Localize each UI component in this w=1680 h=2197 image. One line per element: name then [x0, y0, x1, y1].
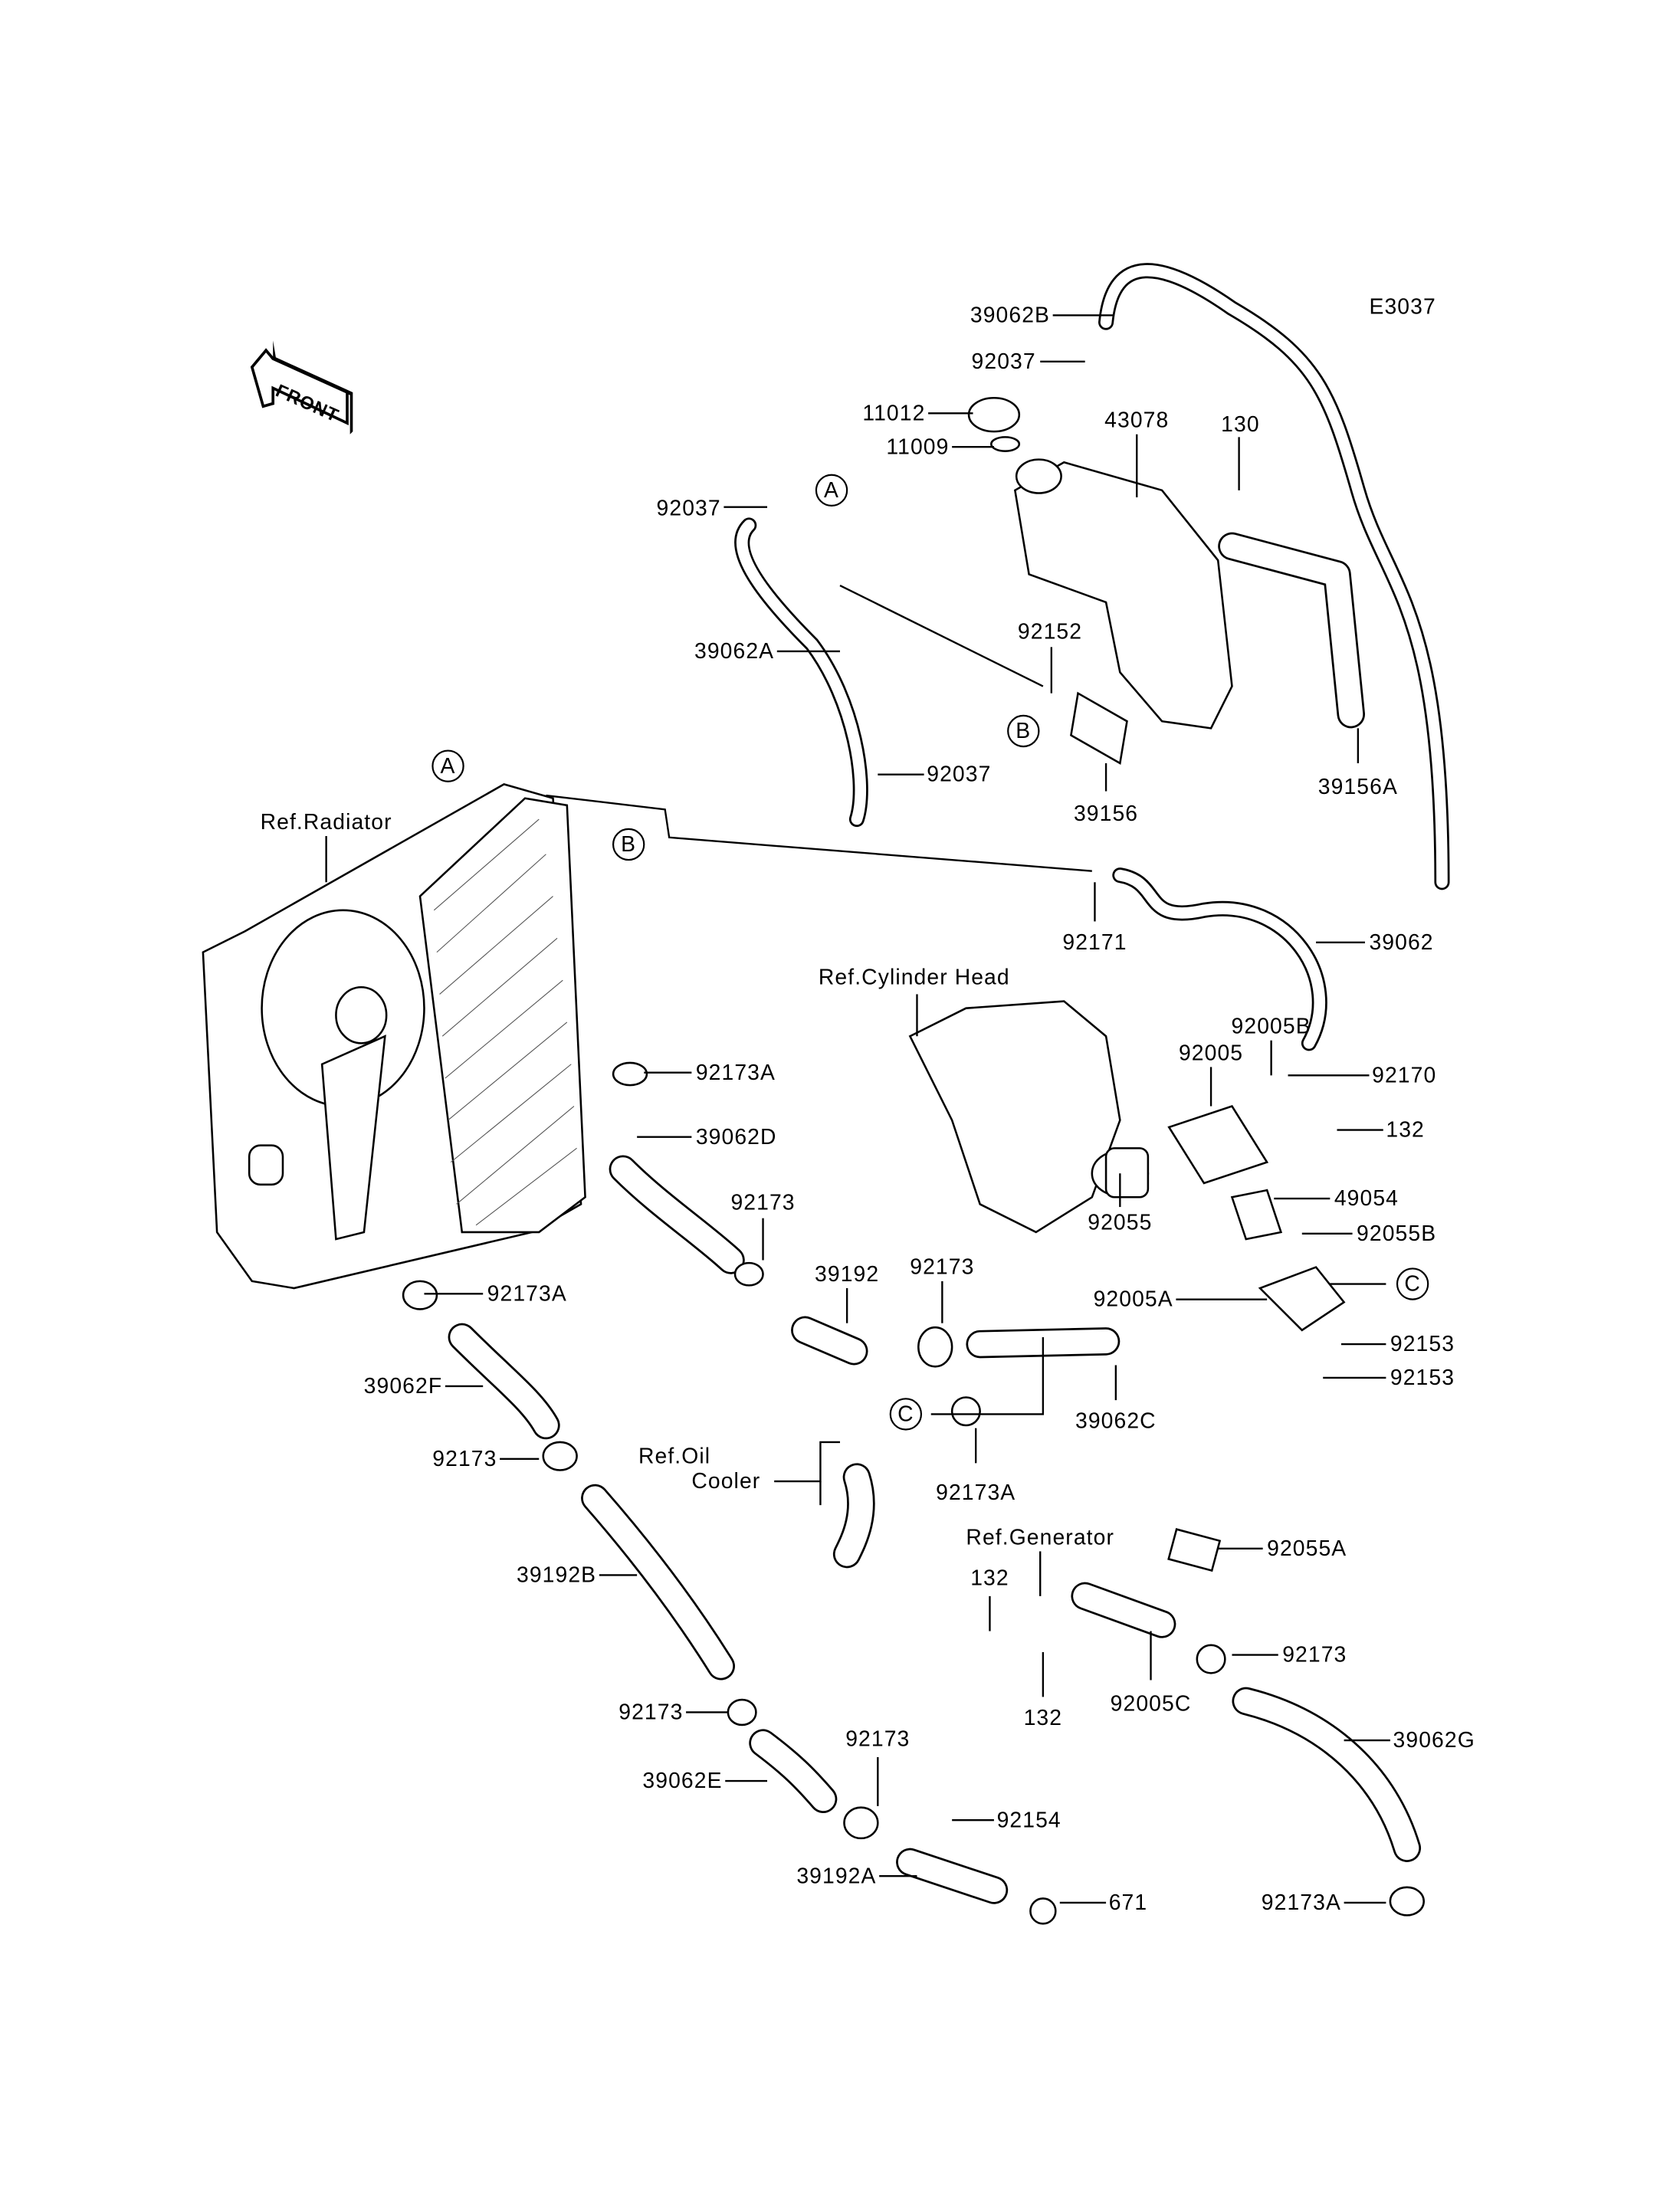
callout-11012[interactable]: 11012	[862, 400, 925, 425]
callout-92173[interactable]: 92173	[619, 1700, 683, 1724]
marker-c-hose: C	[889, 1398, 923, 1431]
callout-92153[interactable]: 92153	[1390, 1331, 1455, 1356]
callout-671[interactable]: 671	[1109, 1890, 1148, 1914]
callout-39192b[interactable]: 39192B	[517, 1562, 596, 1587]
callout-92037[interactable]: 92037	[657, 496, 721, 520]
callout-39192[interactable]: 39192	[815, 1261, 879, 1286]
callout-39062g[interactable]: 39062G	[1393, 1727, 1475, 1752]
callout-92173[interactable]: 92173	[432, 1446, 497, 1471]
callout-92037[interactable]: 92037	[972, 349, 1036, 373]
reservoir-tank	[967, 396, 1365, 766]
callout-39062f[interactable]: 39062F	[364, 1373, 443, 1398]
callout-132[interactable]: 132	[970, 1565, 1009, 1589]
leader-lines	[325, 314, 1390, 1904]
callout-92171[interactable]: 92171	[1062, 930, 1127, 954]
callout-92173a[interactable]: 92173A	[936, 1480, 1016, 1504]
callout-92005[interactable]: 92005	[1179, 1040, 1243, 1064]
callout-39062a[interactable]: 39062A	[694, 638, 774, 663]
svg-text:C: C	[897, 1402, 914, 1426]
callout-132[interactable]: 132	[1386, 1117, 1425, 1142]
marker-c-thermostat: C	[1396, 1267, 1429, 1300]
callout-132[interactable]: 132	[1024, 1705, 1063, 1730]
callout-92173a[interactable]: 92173A	[487, 1280, 567, 1305]
svg-text:A: A	[441, 753, 456, 778]
front-arrow-logo: FRONT	[250, 340, 353, 434]
callout-92055[interactable]: 92055	[1088, 1209, 1152, 1234]
callout-39062e[interactable]: 39062E	[642, 1768, 722, 1792]
callout-43078[interactable]: 43078	[1104, 408, 1169, 432]
callout-92037[interactable]: 92037	[927, 762, 991, 786]
callout-92153[interactable]: 92153	[1390, 1365, 1455, 1389]
ref-cylinder-head-label: Ref.Cylinder Head	[819, 965, 1010, 989]
callout-92173a[interactable]: 92173A	[696, 1060, 776, 1084]
ref-oil-label: Ref.Oil	[638, 1443, 710, 1467]
callout-92154[interactable]: 92154	[997, 1807, 1061, 1831]
callout-39062d[interactable]: 39062D	[696, 1124, 777, 1149]
callout-39156a[interactable]: 39156A	[1318, 774, 1398, 798]
ref-radiator-label: Ref.Radiator	[261, 809, 392, 834]
callout-92005c[interactable]: 92005C	[1111, 1691, 1192, 1716]
radiator	[202, 783, 586, 1290]
callout-92152[interactable]: 92152	[1018, 618, 1082, 643]
svg-text:B: B	[621, 831, 636, 856]
callout-92173[interactable]: 92173	[730, 1190, 795, 1215]
callout-39156[interactable]: 39156	[1074, 801, 1138, 825]
ref-generator-label: Ref.Generator	[966, 1524, 1114, 1549]
callout-92173[interactable]: 92173	[1282, 1642, 1347, 1667]
diagram-code: E3037	[1369, 294, 1436, 319]
callout-92173a[interactable]: 92173A	[1262, 1890, 1341, 1914]
callout-92170[interactable]: 92170	[1372, 1062, 1436, 1087]
cylinder-head	[908, 1000, 1121, 1234]
callout-92005b[interactable]: 92005B	[1232, 1014, 1311, 1038]
callout-92005a[interactable]: 92005A	[1094, 1287, 1173, 1311]
callout-92055a[interactable]: 92055A	[1267, 1536, 1347, 1560]
callout-labels: E3037 39062B 92037 11012 11009 43078 130…	[261, 294, 1475, 1914]
marker-b-radiator: B	[612, 828, 645, 861]
svg-text:A: A	[824, 477, 839, 502]
clamps	[402, 1061, 1425, 1925]
marker-a-radiator: A	[431, 749, 464, 782]
svg-text:C: C	[1404, 1271, 1421, 1296]
callout-130[interactable]: 130	[1221, 412, 1260, 436]
callout-39062b[interactable]: 39062B	[970, 303, 1050, 327]
callout-92173[interactable]: 92173	[910, 1254, 974, 1279]
callout-11009[interactable]: 11009	[886, 434, 949, 458]
callout-39062c[interactable]: 39062C	[1075, 1408, 1157, 1433]
svg-text:B: B	[1016, 718, 1031, 743]
callout-92173[interactable]: 92173	[845, 1726, 910, 1750]
callout-92055b[interactable]: 92055B	[1357, 1221, 1436, 1245]
callout-39062[interactable]: 39062	[1369, 930, 1433, 954]
ref-oil-cooler-label: Cooler	[691, 1468, 760, 1493]
marker-a-tank: A	[815, 474, 848, 507]
callout-49054[interactable]: 49054	[1334, 1185, 1399, 1210]
marker-b-tank: B	[1007, 714, 1040, 748]
callout-39192a[interactable]: 39192A	[796, 1863, 876, 1887]
